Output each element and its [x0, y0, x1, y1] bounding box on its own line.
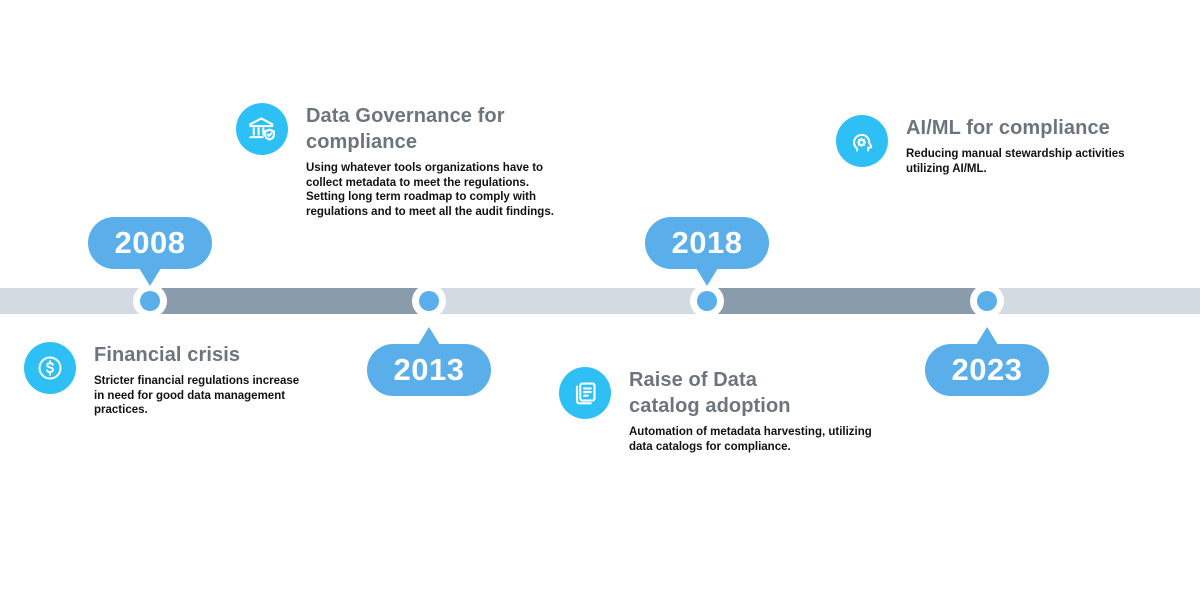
year-bubble-2013[interactable]: 2013 — [367, 327, 491, 396]
head-gear-icon — [836, 115, 888, 167]
year-label: 2013 — [393, 352, 465, 387]
year-bubble-2008[interactable]: 2008 — [88, 217, 212, 286]
event-title: Raise of Data catalog adoption — [629, 369, 791, 417]
year-bubble-2023[interactable]: 2023 — [925, 327, 1049, 396]
node-dot — [419, 291, 439, 311]
event-description: Using whatever tools organizations have … — [306, 162, 554, 218]
event-description: Automation of metadata harvesting, utili… — [629, 426, 872, 453]
year-label: 2018 — [671, 225, 743, 260]
bank-shield-check-icon — [236, 103, 288, 155]
node-dot — [977, 291, 997, 311]
timeline-segment-5 — [987, 288, 1200, 314]
node-2013[interactable] — [412, 284, 446, 318]
document-stack-icon — [559, 367, 611, 419]
event-description: Reducing manual stewardship activities u… — [906, 148, 1125, 175]
timeline-bar — [0, 288, 1200, 314]
timeline-segment-1 — [0, 288, 150, 314]
node-dot — [140, 291, 160, 311]
event-description: Stricter financial regulations increase … — [94, 375, 300, 416]
dollar-coin-icon — [24, 342, 76, 394]
node-2008[interactable] — [133, 284, 167, 318]
year-bubble-pointer — [139, 268, 161, 286]
timeline-segment-4 — [707, 288, 987, 314]
year-bubble-2018[interactable]: 2018 — [645, 217, 769, 286]
year-label: 2023 — [951, 352, 1023, 387]
node-dot — [697, 291, 717, 311]
event-title: AI/ML for compliance — [906, 117, 1110, 139]
year-bubble-pointer — [976, 327, 998, 345]
timeline-segment-2 — [150, 288, 429, 314]
event-title: Data Governance for compliance — [306, 105, 505, 153]
event-title: Financial crisis — [94, 344, 241, 366]
year-label: 2008 — [114, 225, 186, 260]
node-2018[interactable] — [690, 284, 724, 318]
node-2023[interactable] — [970, 284, 1004, 318]
timeline-segment-3 — [429, 288, 707, 314]
year-bubble-pointer — [418, 327, 440, 345]
year-bubble-pointer — [696, 268, 718, 286]
